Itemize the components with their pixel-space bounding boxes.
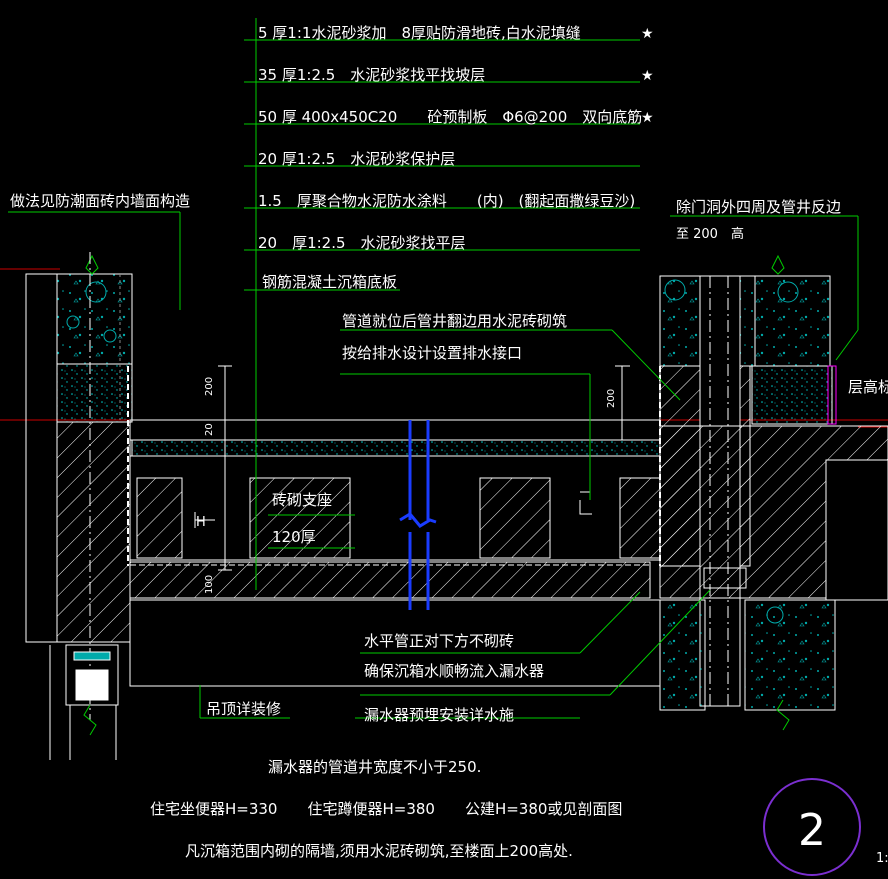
drain-pipe <box>399 420 437 610</box>
ceiling-note: 吊顶详装修 <box>206 700 281 718</box>
corner-mark: 1: <box>876 851 888 866</box>
dimension-lines <box>218 365 630 571</box>
leader-lines <box>8 18 859 719</box>
layer-label: 5 厚1:1水泥砂浆加 8厚贴防滑地砖,白水泥填缝 <box>258 24 581 42</box>
layer-label: 20 厚1:2.5 水泥砂浆找平层 <box>258 234 466 252</box>
h-marker <box>194 491 592 528</box>
detail-marker: 2 1: <box>763 778 888 876</box>
right-wall <box>659 254 888 731</box>
star-mark-1: ★ <box>641 68 654 84</box>
dim-200-right: 200 <box>606 389 617 408</box>
detail-number: 2 <box>798 805 826 856</box>
annotations: 做法见防潮面砖内墙面构造 除门洞外四周及管井反边 至 200 高 层高标 管道就… <box>10 192 888 860</box>
brick-support-label: 砖砌支座 <box>272 491 332 509</box>
right-top-note-1: 除门洞外四周及管井反边 <box>676 198 841 216</box>
bottom-note: 凡沉箱范围内砌的隔墙,须用水泥砖砌筑,至楼面上200高处. <box>185 842 573 860</box>
right-top-note-2: 至 200 高 <box>676 226 744 242</box>
shaft-width-note: 漏水器的管道井宽度不小于250. <box>268 758 481 776</box>
dim-20: 20 <box>204 423 215 436</box>
left-wall-note: 做法见防潮面砖内墙面构造 <box>10 192 190 210</box>
pipe-note-1: 管道就位后管井翻边用水泥砖砌筑 <box>342 312 567 330</box>
dimension-text: 200 20 100 200 H <box>196 377 617 594</box>
left-wall <box>25 252 133 720</box>
left-window-frame <box>49 644 119 760</box>
star-mark-2: ★ <box>641 110 654 126</box>
h-mark-label: H <box>196 515 206 530</box>
layer-label: 钢筋混凝土沉箱底板 <box>262 273 397 291</box>
brick-thickness-label: 120厚 <box>272 528 316 546</box>
dim-200-left: 200 <box>204 377 215 396</box>
layer-label: 35 厚1:2.5 水泥砂浆找平找坡层 <box>258 66 485 84</box>
dim-100: 100 <box>204 575 215 594</box>
layer-label: 20 厚1:2.5 水泥砂浆保护层 <box>258 150 455 168</box>
star-mark-0: ★ <box>641 26 654 42</box>
layer-label: 1.5 厚聚合物水泥防水涂料 (内) (翻起面撒绿豆沙) <box>258 192 635 210</box>
pipe-note-2: 按给排水设计设置排水接口 <box>342 344 522 362</box>
layer-label: 50 厚 400x450C20 砼预制板 Φ6@200 双向底筋 <box>258 108 642 126</box>
layer-callouts: 5 厚1:1水泥砂浆加 8厚贴防滑地砖,白水泥填缝 35 厚1:2.5 水泥砂浆… <box>258 24 654 291</box>
fixture-heights-note: 住宅坐便器H=330 住宅蹲便器H=380 公建H=380或见剖面图 <box>150 800 622 818</box>
horizontal-pipe-note: 水平管正对下方不砌砖 <box>364 632 514 650</box>
drain-install-note: 漏水器预埋安装详水施 <box>364 706 514 724</box>
ensure-flow-note: 确保沉箱水顺畅流入漏水器 <box>364 662 544 680</box>
floor-elevation-mark: 层高标 <box>848 378 888 396</box>
sunken-box-slab <box>127 366 661 687</box>
